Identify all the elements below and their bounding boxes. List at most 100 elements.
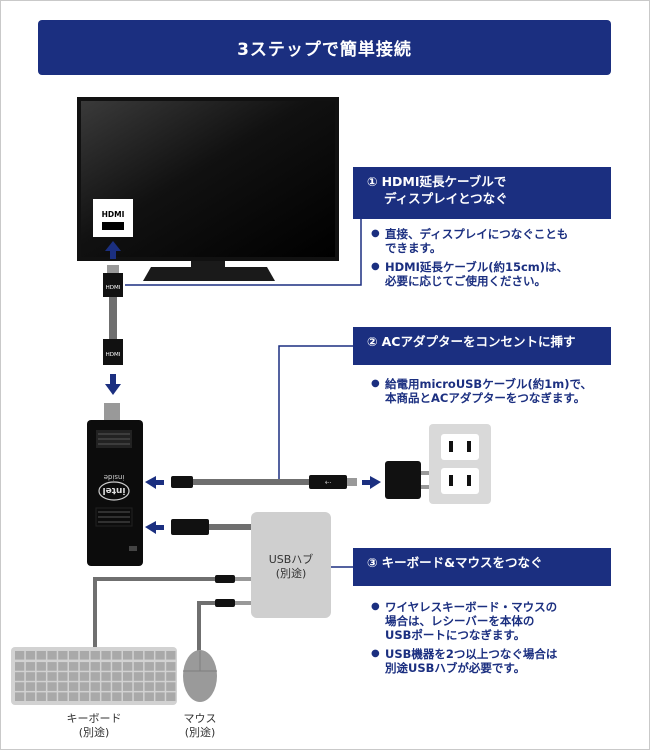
- keyboard-key: [36, 672, 46, 681]
- step1-number: ①: [367, 174, 378, 189]
- svg-text:HDMI: HDMI: [106, 285, 121, 291]
- usb-hub-label-line2: (別途): [275, 567, 307, 580]
- bullet-line: 別途USBハブが必要です。: [385, 661, 526, 675]
- keyboard-key: [25, 651, 36, 660]
- tv-hdmi-port: HDMI: [93, 199, 133, 237]
- mouse-cable: [197, 599, 251, 651]
- usb-cable-to-hub: [145, 519, 251, 535]
- keyboard-label: キーボード (別途): [44, 712, 144, 740]
- keyboard-key: [123, 651, 133, 660]
- keyboard-key: [101, 662, 111, 671]
- keyboard-key: [144, 692, 154, 701]
- keyboard-key: [133, 692, 144, 701]
- step2-number: ②: [367, 334, 378, 349]
- bullet-line: できます。: [385, 241, 442, 255]
- step3-bullets: ワイヤレスキーボード・マウスの場合は、レシーバーを本体のUSBポートにつなぎます…: [371, 600, 631, 680]
- mouse-label-line1: マウス: [183, 712, 217, 725]
- tv-display: [77, 97, 339, 281]
- svg-text:HDMI: HDMI: [106, 352, 121, 358]
- keyboard-key: [166, 692, 176, 701]
- keyboard-key: [36, 682, 46, 691]
- keyboard-key: [90, 662, 100, 671]
- mouse-label: マウス (別途): [170, 712, 230, 740]
- keyboard-key: [47, 692, 57, 701]
- keyboard-key: [15, 692, 25, 701]
- keyboard-key: [15, 672, 25, 681]
- usb-hub-label-line1: USBハブ: [268, 553, 314, 566]
- bullet-line: 本商品とACアダプターをつなぎます。: [385, 391, 586, 405]
- mouse-label-line2: (別途): [184, 726, 216, 739]
- keyboard-key: [144, 651, 154, 660]
- keyboard-key: [112, 662, 122, 671]
- keyboard-key: [69, 682, 79, 691]
- keyboard-key: [15, 651, 25, 660]
- step2-bullets: 給電用microUSBケーブル(約1m)で、本商品とACアダプターをつなぎます。: [371, 377, 631, 410]
- step3-title-line1: キーボード&マウスをつなぐ: [381, 555, 543, 570]
- step1-title-line2: ディスプレイとつなぐ: [384, 191, 508, 206]
- step3-bullet: ワイヤレスキーボード・マウスの場合は、レシーバーを本体のUSBポートにつなぎます…: [371, 600, 631, 642]
- keyboard-key: [79, 651, 90, 660]
- keyboard-cable: [93, 575, 251, 649]
- keyboard-key: [90, 682, 100, 691]
- keyboard-key: [69, 692, 79, 701]
- keyboard-key: [133, 682, 144, 691]
- keyboard-key: [58, 662, 68, 671]
- wall-outlet: [429, 424, 491, 504]
- keyboard-key: [47, 682, 57, 691]
- keyboard-key: [90, 672, 100, 681]
- keyboard-key: [69, 672, 79, 681]
- step1-leader-line: [125, 215, 362, 286]
- keyboard-key: [155, 662, 165, 671]
- keyboard-key: [144, 672, 154, 681]
- keyboard-key: [69, 662, 79, 671]
- keyboard-key: [123, 692, 133, 701]
- keyboard-key: [101, 682, 111, 691]
- keyboard-key: [25, 692, 36, 701]
- keyboard-key: [25, 682, 36, 691]
- keyboard-key: [58, 682, 68, 691]
- keyboard-key: [15, 662, 25, 671]
- bullet-line: 給電用microUSBケーブル(約1m)で、: [385, 377, 593, 391]
- svg-text:inside: inside: [104, 473, 125, 481]
- keyboard-key: [47, 672, 57, 681]
- keyboard-key: [47, 651, 57, 660]
- page-title: 3ステップで簡単接続: [38, 20, 611, 75]
- mouse: [183, 650, 217, 702]
- keyboard-key: [166, 651, 176, 660]
- svg-text:HDMI: HDMI: [102, 210, 125, 219]
- keyboard-key: [47, 662, 57, 671]
- keyboard-key: [166, 682, 176, 691]
- hdmi-extension-cable: HDMI HDMI: [103, 241, 123, 395]
- ac-adapter: [385, 461, 431, 499]
- keyboard-key: [133, 651, 144, 660]
- keyboard-key: [112, 682, 122, 691]
- bullet-line: USBポートにつなぎます。: [385, 628, 526, 642]
- usb-hub-label: USBハブ (別途): [251, 553, 331, 581]
- keyboard-key: [90, 651, 100, 660]
- keyboard-key: [166, 662, 176, 671]
- keyboard-key: [133, 662, 144, 671]
- step2-title-line1: ACアダプターをコンセントに挿す: [381, 334, 576, 349]
- keyboard-key: [123, 682, 133, 691]
- bullet-line: 直接、ディスプレイにつなぐことも: [385, 227, 569, 241]
- keyboard-key: [123, 672, 133, 681]
- keyboard-key: [36, 662, 46, 671]
- keyboard: [11, 647, 177, 705]
- micro-usb-power-cable: ⇠: [145, 345, 381, 489]
- keyboard-key: [155, 672, 165, 681]
- svg-text:⇠: ⇠: [325, 478, 332, 487]
- keyboard-key: [36, 692, 46, 701]
- keyboard-key: [123, 662, 133, 671]
- keyboard-key: [58, 651, 68, 660]
- keyboard-key: [155, 651, 165, 660]
- bullet-line: ワイヤレスキーボード・マウスの: [385, 600, 558, 614]
- keyboard-key: [144, 682, 154, 691]
- step1-bullet: HDMI延長ケーブル(約15cm)は、必要に応じてご使用ください。: [371, 260, 631, 288]
- keyboard-key: [36, 651, 46, 660]
